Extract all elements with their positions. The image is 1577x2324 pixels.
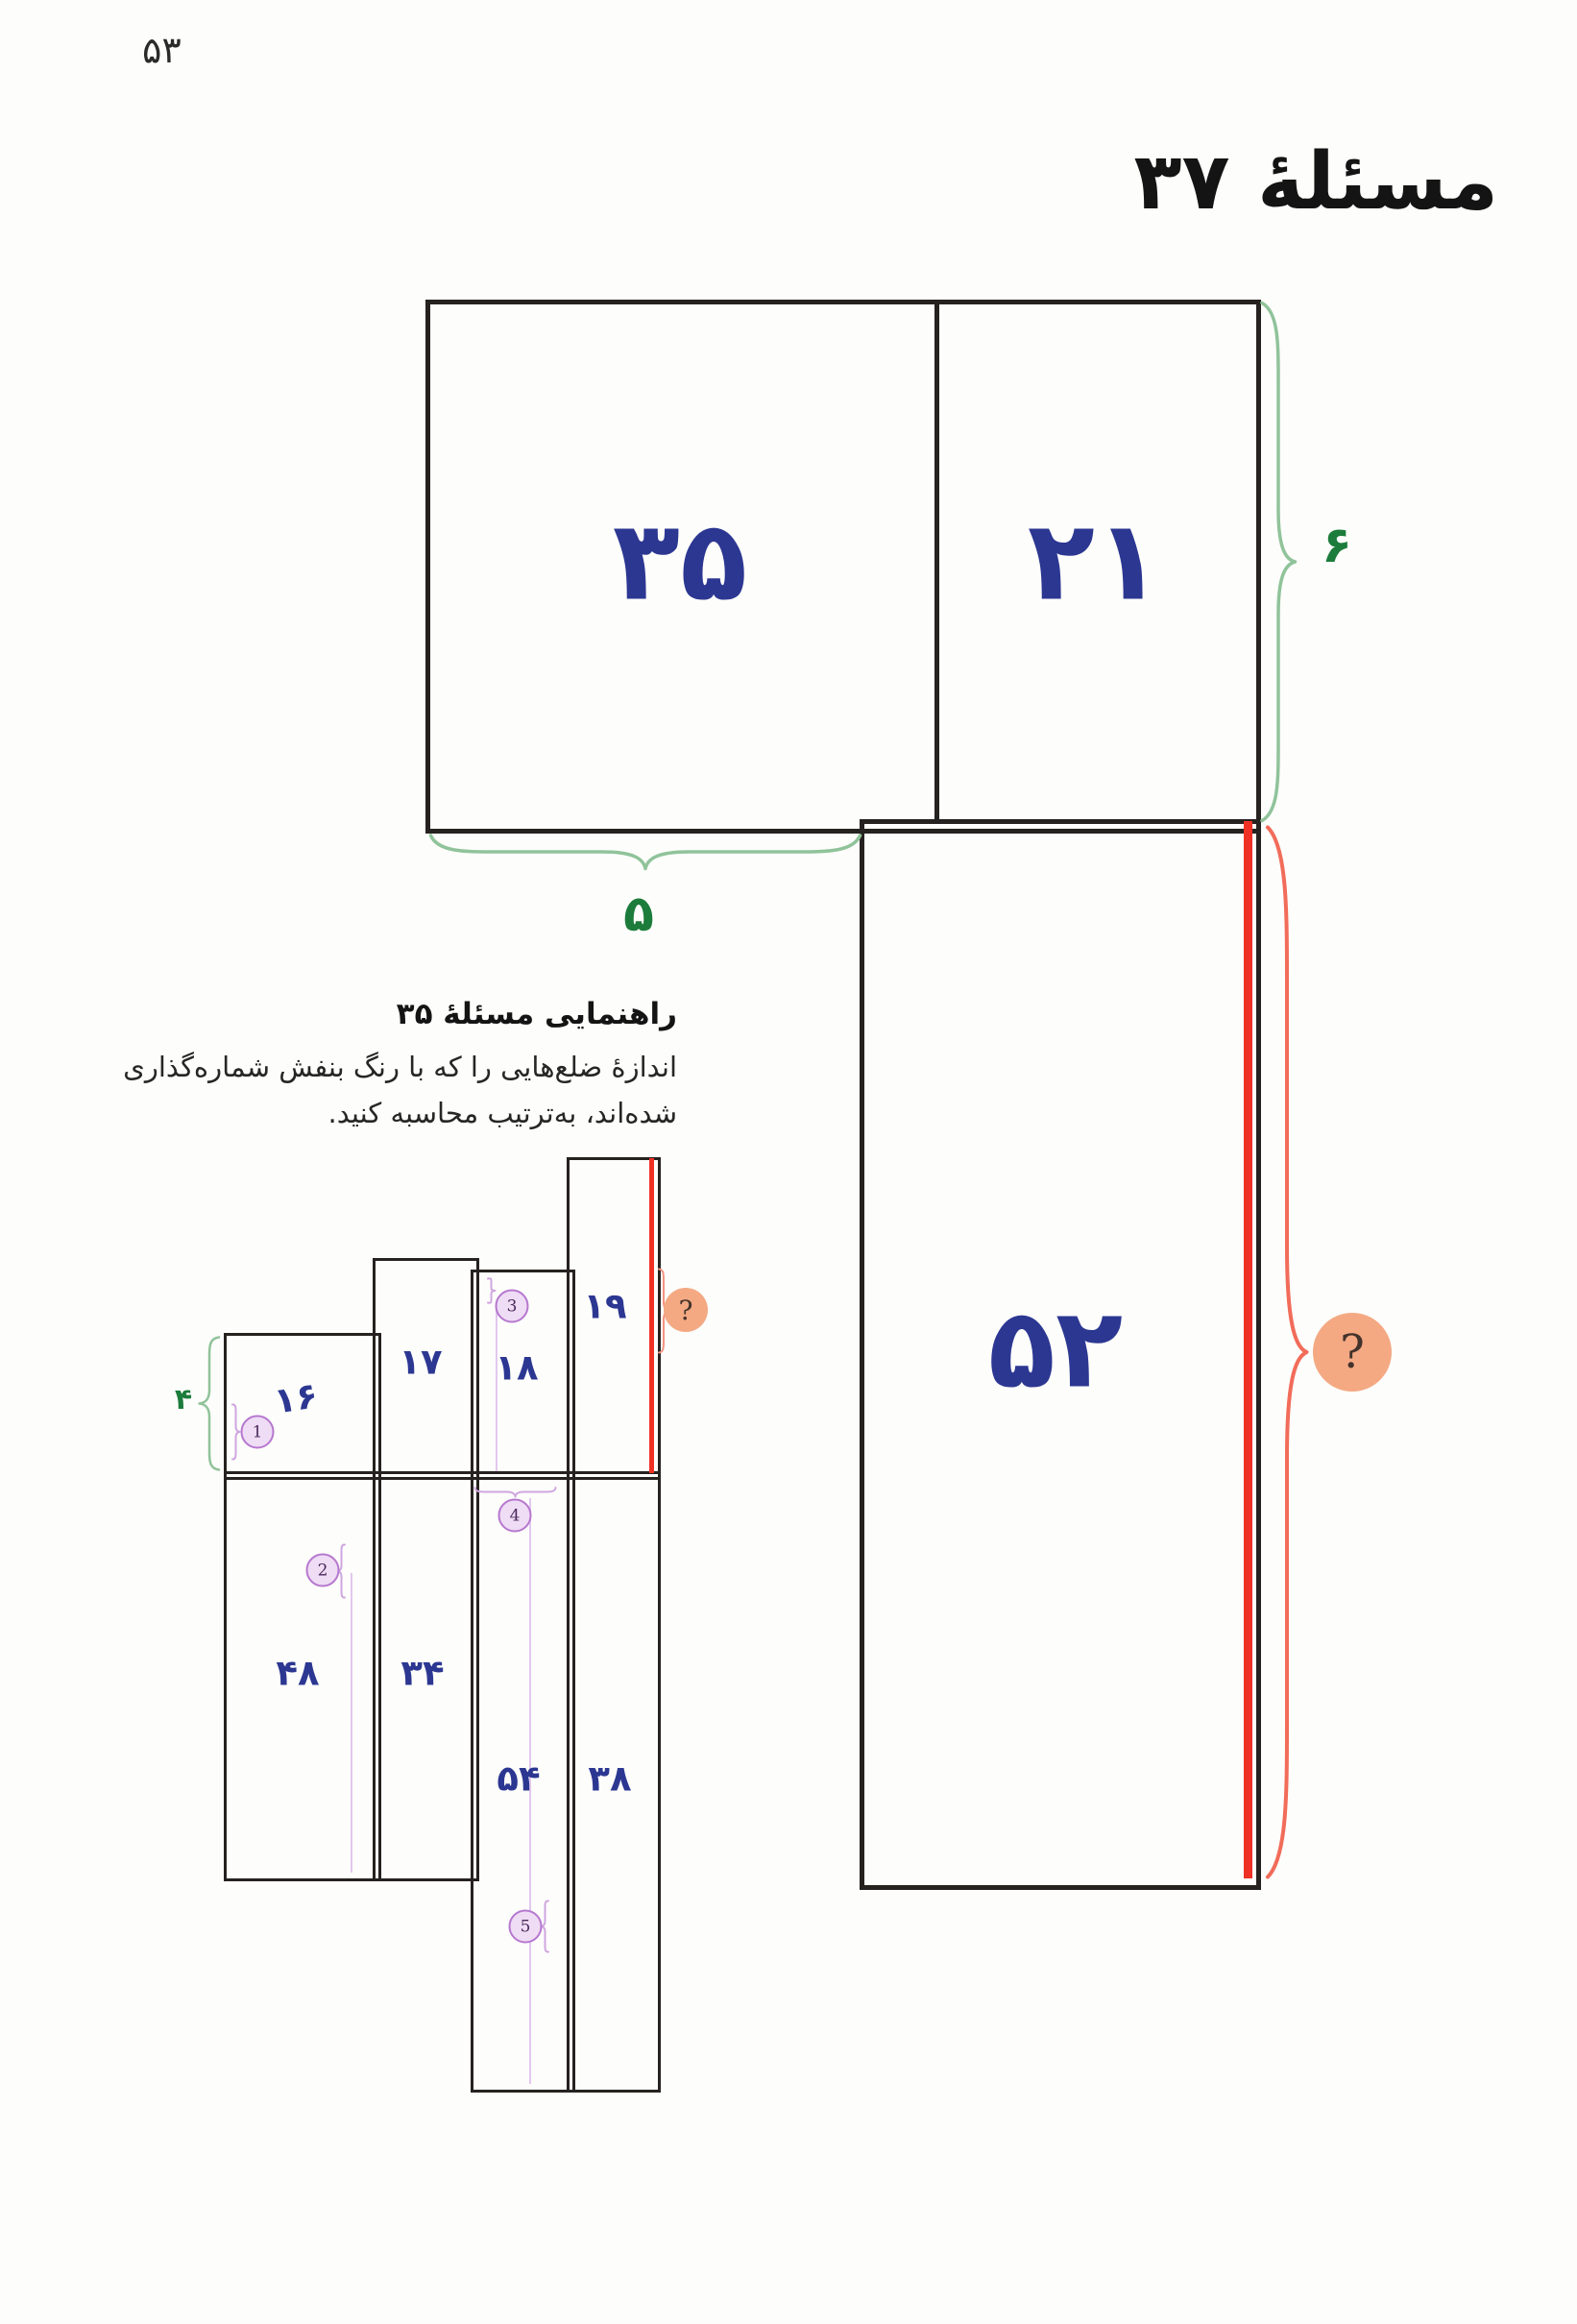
marker-4: 4 [497, 1498, 532, 1533]
unknown-side-brace [1266, 825, 1309, 1879]
purple-brace-4 [473, 1487, 557, 1498]
top-rectangle-divider [934, 300, 939, 824]
question-circle: ? [1313, 1313, 1392, 1392]
width-5-label: ۵ [623, 885, 654, 943]
guide-line-3 [496, 1302, 497, 1471]
box-34 [373, 1471, 479, 1881]
area-16-label: ۱۶ [271, 1374, 321, 1422]
question-circle-small: ? [664, 1288, 708, 1332]
area-35-label: ۳۵ [612, 496, 748, 626]
marker-5: 5 [508, 1909, 543, 1944]
marker-1-number: 1 [252, 1422, 263, 1441]
purple-brace-1 [231, 1403, 241, 1461]
box-54 [471, 1471, 575, 2093]
width-5-brace [428, 834, 862, 871]
problem-title: مسئلهٔ ۳۷ [1133, 136, 1498, 228]
side-4-brace [198, 1336, 221, 1471]
height-6-label: ۶ [1322, 517, 1352, 574]
box-16 [224, 1333, 381, 1480]
page-number: ۵۳ [142, 29, 182, 71]
height-6-brace [1260, 301, 1298, 823]
hint-title: راهنمایی مسئلهٔ ۳۵ [396, 997, 677, 1031]
red-unknown-side-line [1244, 821, 1252, 1878]
area-18-label: ۱۸ [495, 1346, 539, 1389]
marker-5-number: 5 [520, 1917, 531, 1936]
box-18 [471, 1270, 575, 1480]
area-17-label: ۱۷ [399, 1341, 443, 1383]
box-19 [567, 1157, 661, 1480]
marker-4-number: 4 [509, 1506, 521, 1525]
area-54-label: ۵۴ [497, 1757, 541, 1800]
bottom-rectangle [860, 819, 1261, 1890]
area-21-label: ۲۱ [1027, 496, 1163, 626]
question-mark: ? [1340, 1325, 1365, 1379]
box-38 [567, 1471, 661, 2093]
marker-2: 2 [305, 1553, 340, 1587]
area-34-label: ۳۴ [400, 1652, 445, 1694]
box-48 [224, 1471, 381, 1881]
box-17 [373, 1258, 479, 1480]
area-38-label: ۳۸ [588, 1757, 632, 1800]
hint-text-line2: شده‌اند، به‌ترتیب محاسبه کنید. [328, 1097, 677, 1129]
side-4-label: ۴ [174, 1383, 193, 1416]
marker-3-number: 3 [506, 1296, 518, 1316]
marker-1: 1 [240, 1415, 275, 1449]
purple-brace-3 [487, 1277, 497, 1304]
marker-3: 3 [495, 1289, 529, 1323]
guide-line-4-5 [529, 1498, 531, 2084]
hint-text-line1: اندازهٔ ضلع‌هایی را که با رنگ بنفش شماره… [123, 1051, 677, 1083]
marker-2-number: 2 [317, 1561, 328, 1580]
red-side-line-small [649, 1158, 654, 1473]
question-mark-small: ? [678, 1294, 693, 1326]
area-19-label: ۱۹ [583, 1285, 627, 1327]
area-52-label: ۵۲ [987, 1284, 1124, 1414]
area-48-label: ۴۸ [276, 1652, 320, 1694]
top-rectangle [425, 300, 1261, 834]
guide-line-2 [351, 1573, 352, 1873]
